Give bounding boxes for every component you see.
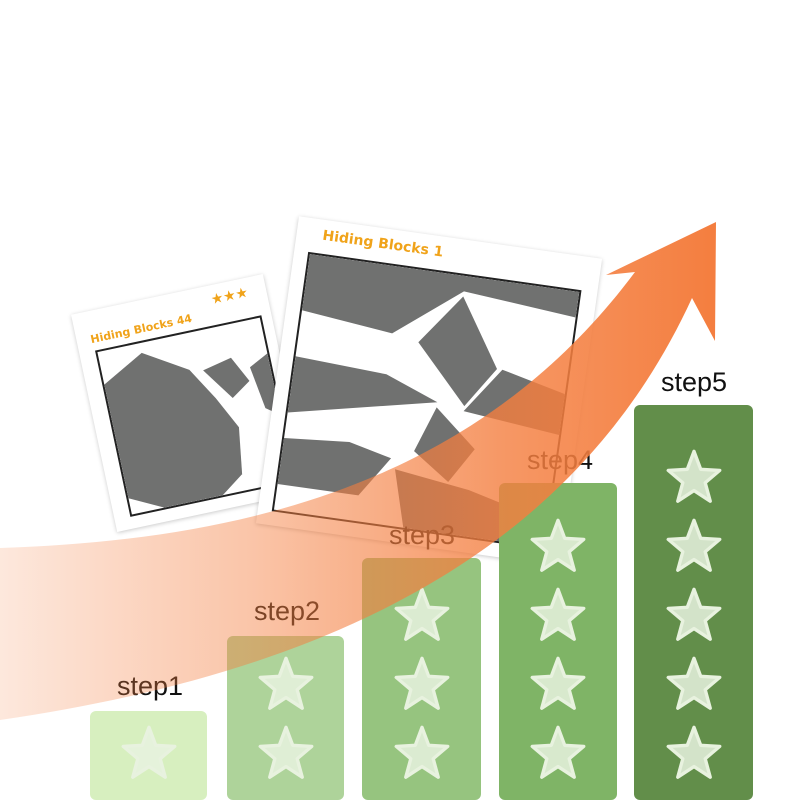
step-bar: [634, 405, 753, 800]
star-icon: [258, 656, 313, 710]
star-icon: [530, 725, 586, 779]
step-bar: [499, 483, 617, 800]
star-icon: [666, 518, 721, 572]
star-icon: [530, 518, 586, 572]
card-star-rating: ★★★: [209, 283, 250, 308]
step-bar: [362, 558, 481, 800]
step-label: step5: [660, 367, 728, 397]
step-bar: [90, 711, 207, 800]
step-label: step2: [253, 596, 321, 626]
star-icon: [666, 725, 721, 779]
step-bar: [227, 636, 344, 800]
step-label: step1: [116, 671, 184, 701]
star-icon: [394, 725, 449, 779]
star-icon: [666, 449, 721, 503]
star-icon: [666, 587, 721, 641]
star-icon: [530, 656, 586, 710]
star-icon: [121, 725, 176, 779]
star-icon: [530, 587, 586, 641]
step-label: step3: [388, 520, 456, 550]
star-icon: [666, 656, 721, 710]
star-icon: [258, 725, 313, 779]
star-icon: [394, 587, 449, 641]
star-icon: [394, 656, 449, 710]
step-label: step4: [526, 445, 594, 475]
